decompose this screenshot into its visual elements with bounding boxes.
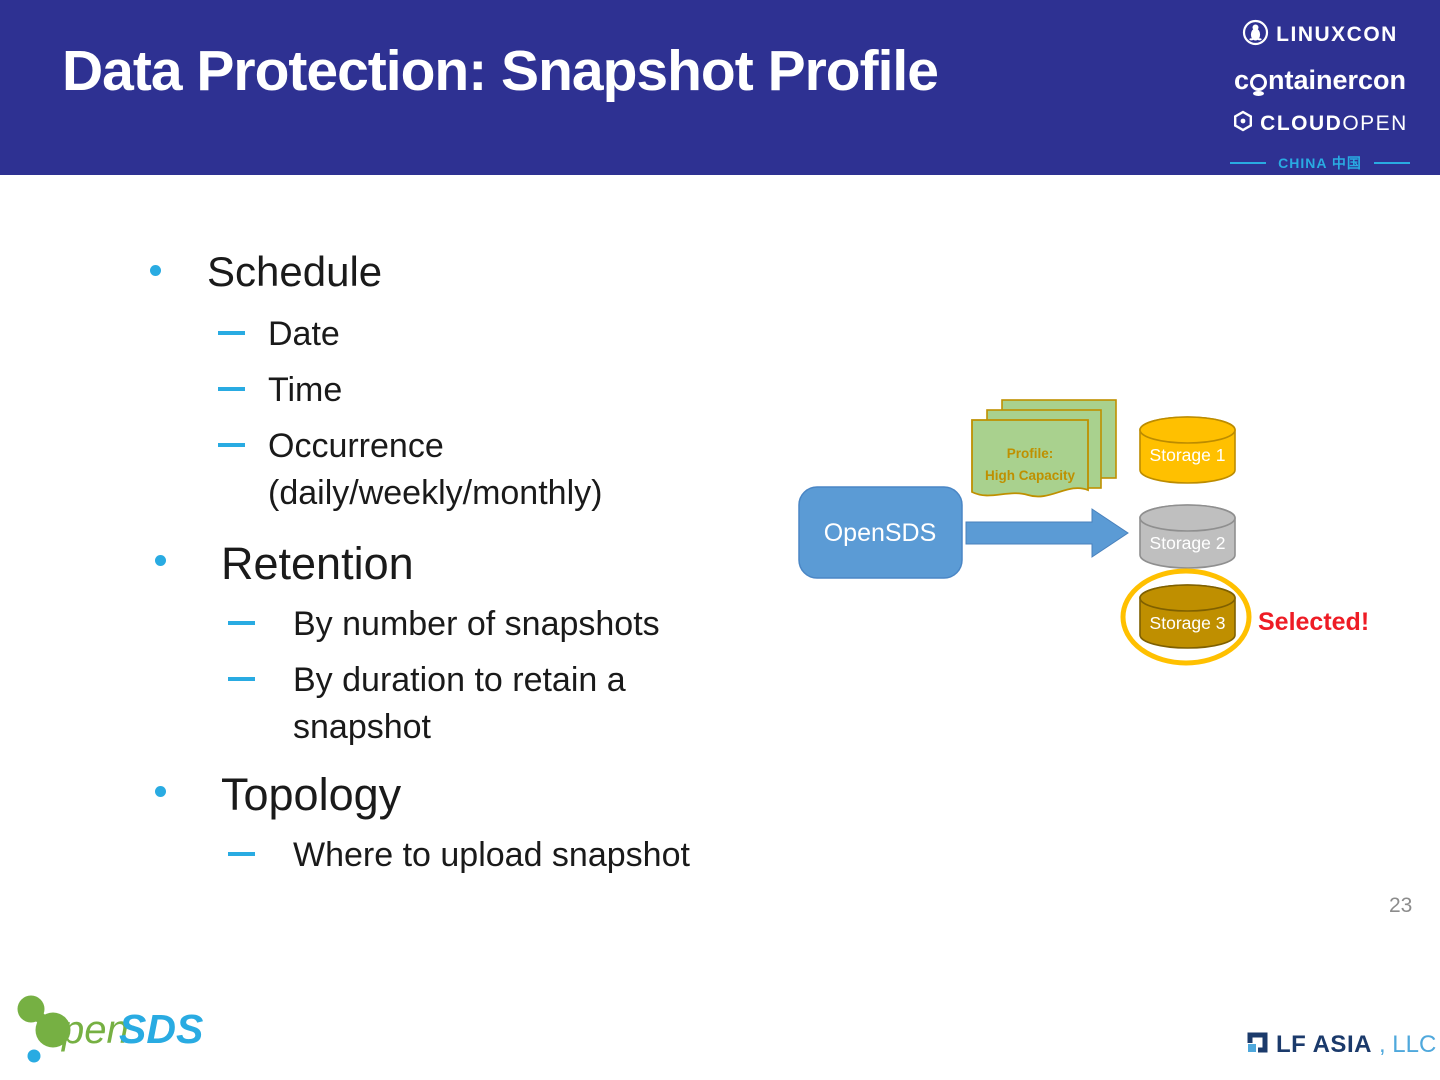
storage-2-cylinder: Storage 2 [1139, 504, 1236, 569]
list-item: By number of snapshots [140, 601, 800, 649]
bullet-dash-icon [228, 676, 255, 681]
containercon-label-suffix: ntainercon [1268, 65, 1407, 95]
opensds-logo-pen: pen [61, 1008, 129, 1052]
bullet-dash-icon [228, 621, 255, 626]
selection-highlight-ellipse [1120, 568, 1252, 666]
topology-diagram: Profile: High Capacity OpenSDS Storage 1… [780, 380, 1440, 680]
storage-3-label: Storage 3 [1150, 613, 1226, 633]
opensds-molecule-icon [17, 995, 71, 1063]
bullet-text: Where to upload snapshot [293, 836, 690, 875]
profile-card-line1: Profile: [1007, 446, 1054, 461]
bullet-list: Schedule Date Time Occurrence (daily/wee… [140, 244, 800, 880]
bullet-dash-icon [218, 442, 245, 447]
list-item: Retention [140, 534, 800, 593]
linuxcon-penguin-icon [1242, 19, 1269, 51]
profile-card-front [971, 419, 1089, 498]
china-tagline: CHINA 中国 [1230, 153, 1410, 173]
storage-1-label: Storage 1 [1150, 445, 1226, 465]
bullet-dot-icon [150, 265, 161, 276]
list-item: Schedule [140, 244, 800, 299]
linuxcon-label: LINUXCON [1276, 23, 1398, 46]
bullet-dash-icon [228, 852, 255, 857]
bullet-text: Topology [221, 768, 402, 820]
china-left-rule [1230, 162, 1267, 164]
opensds-label: OpenSDS [824, 519, 937, 547]
list-item: By duration to retain a snapshot [140, 657, 800, 752]
cloudopen-hexagon-icon [1232, 110, 1254, 137]
storage-3-cylinder: Storage 3 [1139, 584, 1236, 649]
cloudopen-label-bold: CLOUD [1260, 111, 1343, 135]
containercon-logo: c ntainercon [1234, 65, 1406, 96]
bullet-text: By number of snapshots [293, 605, 660, 644]
lf-asia-label: LF ASIA [1276, 1031, 1372, 1058]
containercon-label-prefix: c [1233, 65, 1249, 95]
bullet-dot-icon [155, 554, 166, 566]
bullet-text: Retention [221, 537, 414, 589]
opensds-logo-sds: SDS [119, 1006, 203, 1052]
header-banner: Data Protection: Snapshot Profile LINUXC… [0, 0, 1440, 175]
profile-card-stack: Profile: High Capacity [971, 399, 1117, 498]
flow-arrow-icon [965, 508, 1129, 558]
list-item: Time [140, 367, 800, 415]
lf-square-icon [1246, 1031, 1269, 1059]
containercon-o-icon [1250, 74, 1267, 96]
storage-1-cylinder: Storage 1 [1139, 416, 1236, 484]
list-item: Topology [140, 765, 800, 824]
storage-2-label: Storage 2 [1150, 533, 1226, 553]
bullet-dot-icon [155, 785, 166, 797]
bullet-text: Time [268, 371, 343, 410]
china-right-rule [1373, 162, 1410, 164]
linuxcon-logo: LINUXCON [1242, 19, 1398, 51]
list-item: Date [140, 311, 800, 359]
bullet-dash-icon [218, 387, 245, 392]
list-item: Where to upload snapshot [140, 832, 800, 880]
bullet-text: By duration to retain a snapshot [293, 660, 626, 747]
page-number: 23 [1389, 894, 1413, 917]
cloudopen-label-light: OPEN [1342, 111, 1408, 135]
profile-card-line2: High Capacity [985, 468, 1076, 483]
bullet-text: Date [268, 315, 340, 354]
opensds-node: OpenSDS [798, 486, 963, 579]
china-label: CHINA 中国 [1278, 155, 1362, 171]
lf-asia-logo: LF ASIA, LLC [1246, 1031, 1436, 1059]
bullet-text: Schedule [207, 248, 383, 295]
lf-llc-label: , LLC [1378, 1031, 1437, 1058]
bullet-dash-icon [218, 331, 245, 336]
bullet-text: Occurrence (daily/weekly/monthly) [268, 426, 603, 513]
page-title: Data Protection: Snapshot Profile [62, 39, 939, 103]
selected-annotation: Selected! [1258, 608, 1369, 636]
list-item: Occurrence (daily/weekly/monthly) [140, 423, 800, 518]
opensds-logo: pen SDS [12, 988, 222, 1077]
